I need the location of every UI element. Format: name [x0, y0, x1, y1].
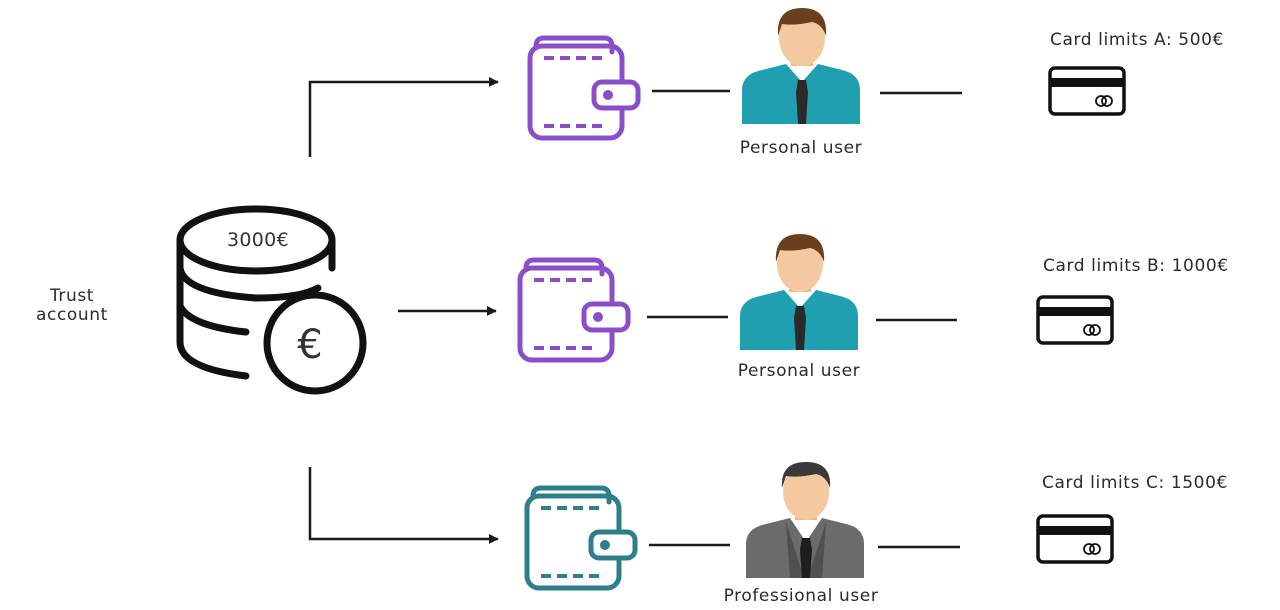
trust-account-label: Trust account: [36, 287, 108, 325]
credit-card-icon: [1048, 66, 1126, 116]
card-limit-label: Card limits C: 1500€: [1042, 473, 1228, 493]
credit-card-icon: [1036, 514, 1114, 564]
connector-bottom: [308, 467, 499, 544]
euro-coin-icon: €: [263, 291, 367, 395]
arrow-icon: [308, 77, 499, 157]
card-limit-label: Card limits A: 500€: [1050, 30, 1224, 50]
user-label: Personal user: [737, 361, 861, 381]
trust-account-label-line2: account: [36, 305, 108, 325]
trust-amount: 3000€: [227, 229, 289, 251]
user-avatar-icon: [740, 234, 858, 350]
credit-card-icon: [1036, 295, 1114, 345]
user-avatar-icon: [746, 462, 864, 578]
arrow-icon: [308, 467, 499, 544]
card-limit-label: Card limits B: 1000€: [1043, 256, 1229, 276]
user-avatar-icon: [742, 8, 860, 124]
trust-account-label-line1: Trust: [49, 286, 95, 306]
user-label: Professional user: [723, 586, 879, 606]
wallet-icon: [530, 38, 638, 138]
connector-top: [308, 77, 499, 157]
euro-symbol: €: [297, 322, 322, 368]
wallet-icon: [527, 488, 635, 588]
user-label: Personal user: [739, 138, 863, 158]
wallet-icon: [520, 260, 628, 360]
